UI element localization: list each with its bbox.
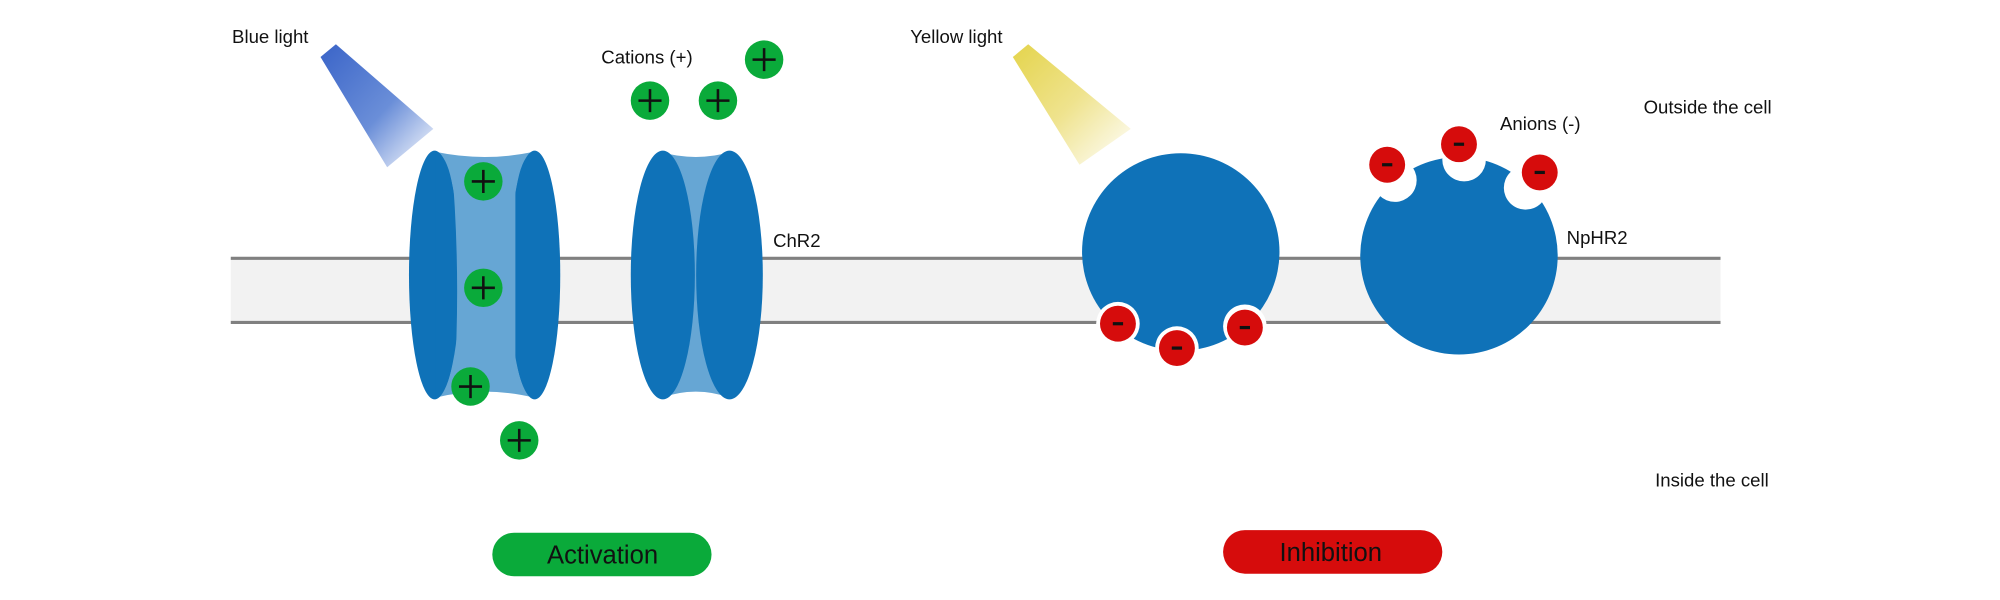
activation-button[interactable]: Activation (492, 532, 712, 577)
anion-icon (1226, 309, 1263, 346)
cation-icon (500, 421, 539, 460)
outside-cell-label: Outside the cell (1644, 96, 1772, 117)
cation-icon (451, 367, 490, 406)
cation-icon (630, 81, 670, 120)
cation-icon (464, 268, 503, 308)
anion-icon (1158, 330, 1195, 367)
inhibition-label: Inhibition (1279, 539, 1382, 567)
inhibition-button[interactable]: Inhibition (1223, 530, 1443, 574)
cations-label: Cations (+) (601, 46, 692, 67)
blue-light-beam (320, 44, 434, 168)
blue-light-label: Blue light (232, 26, 309, 47)
anion-icon (1441, 126, 1477, 163)
nphr2-label: NpHR2 (1567, 227, 1628, 248)
anions-label: Anions (-) (1500, 113, 1581, 134)
yellow-light-label: Yellow light (910, 26, 1003, 47)
cation-icon (464, 162, 503, 201)
cation-icon (744, 40, 784, 79)
anion-icon (1521, 154, 1558, 191)
inside-cell-label: Inside the cell (1655, 470, 1769, 491)
cation-icon (698, 81, 738, 120)
chr2-channel-closed (630, 150, 763, 400)
chr2-label: ChR2 (773, 230, 821, 251)
anion-icon (1369, 146, 1406, 183)
activation-label: Activation (547, 541, 658, 569)
cations (451, 40, 784, 460)
anion-icon (1100, 305, 1136, 342)
yellow-light-beam (1012, 44, 1131, 165)
anions (1100, 126, 1558, 367)
